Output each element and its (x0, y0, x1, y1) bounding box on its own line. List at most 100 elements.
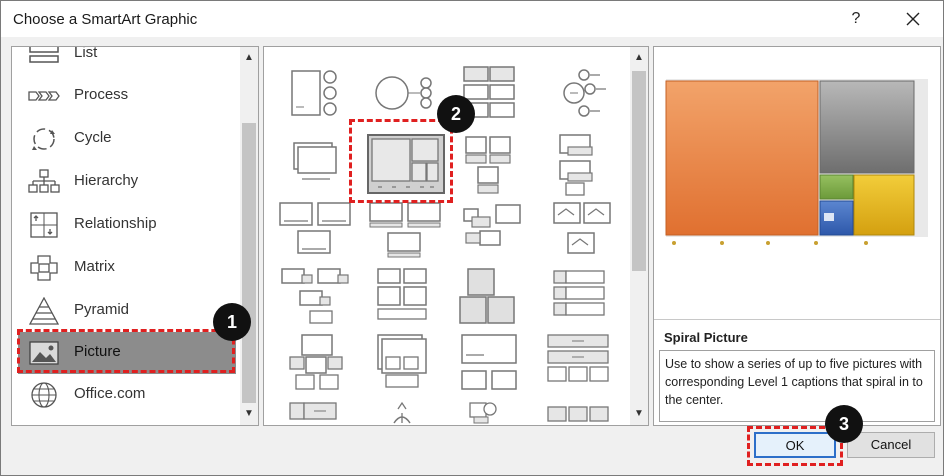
layout-thumbnail[interactable] (364, 199, 448, 263)
matrix-icon (30, 255, 58, 281)
category-matrix[interactable]: Matrix (18, 247, 236, 289)
picture-icon (29, 341, 59, 365)
category-relationship[interactable]: Relationship (18, 204, 236, 246)
scroll-down-arrow[interactable]: ▼ (634, 408, 644, 419)
layout-thumbnail-spiral-picture[interactable] (364, 133, 448, 197)
category-label: Pyramid (74, 301, 130, 318)
layout-picture-frame-icon (281, 268, 349, 324)
layout-bending-picture-icon (553, 202, 611, 254)
category-pyramid[interactable]: Pyramid (18, 290, 236, 332)
step-badge-2: 2 (437, 95, 475, 133)
layout-thumbnail[interactable] (454, 199, 538, 263)
ok-button[interactable]: OK (754, 432, 836, 458)
layout-framed-text-picture-icon (377, 268, 427, 320)
category-process[interactable]: Process (18, 75, 236, 117)
step-badge-3: 3 (825, 405, 863, 443)
hierarchy-icon (28, 169, 60, 193)
layout-thumbnail[interactable] (274, 265, 358, 329)
close-icon (906, 12, 920, 26)
layout-thumbnail[interactable] (364, 265, 448, 329)
category-label: Hierarchy (74, 172, 139, 189)
layout-thumbnail[interactable] (454, 133, 538, 197)
scroll-thumb[interactable] (632, 71, 646, 271)
category-hierarchy[interactable]: Hierarchy (18, 161, 236, 203)
help-button[interactable]: ? (851, 10, 861, 27)
layout-spiral-picture-icon (367, 134, 445, 194)
layout-circular-picture-icon (375, 76, 432, 110)
category-label: Relationship (74, 215, 157, 232)
layout-titled-picture-blocks-icon (369, 202, 441, 258)
layout-snapshot-picture-icon (279, 202, 351, 254)
layout-overlapping-picture-icon (377, 334, 427, 388)
layout-horizontal-picture-list-icon (547, 334, 609, 382)
layout-ascending-picture-icon (393, 401, 411, 424)
spiral-picture-preview (665, 79, 928, 245)
spiral-picture-highlight (349, 119, 453, 203)
layout-captioned-pictures-icon (465, 136, 511, 194)
preview-separator (654, 319, 940, 320)
category-label: Process (74, 86, 129, 103)
category-label: Cycle (74, 129, 112, 146)
layout-thumbnail[interactable] (544, 63, 628, 127)
layout-vertical-picture-list-icon (553, 270, 605, 316)
scroll-thumb[interactable] (242, 123, 256, 403)
layout-accent-picture-icon (291, 70, 337, 116)
category-label: List (74, 46, 98, 61)
dialog-title: Choose a SmartArt Graphic (13, 11, 198, 28)
category-label: Matrix (74, 258, 115, 275)
layout-thumbnail[interactable] (284, 397, 368, 425)
preview-description: Use to show a series of up to five pictu… (665, 357, 923, 407)
cancel-button[interactable]: Cancel (847, 432, 935, 458)
layout-picture-stack-icon (293, 142, 337, 180)
category-label: Picture (74, 343, 121, 360)
preview-pane: Spiral Picture Use to show a series of u… (653, 46, 941, 426)
layout-thumbnail[interactable] (544, 397, 628, 425)
layout-thumbnail[interactable] (364, 397, 448, 425)
layout-thumbnail[interactable] (364, 63, 448, 127)
category-office-com[interactable]: Office.com (18, 374, 236, 416)
layout-picture-organization-icon (463, 204, 521, 246)
layout-thumbnail[interactable] (284, 331, 368, 395)
layout-thumbnail[interactable] (364, 331, 448, 395)
list-icon (29, 47, 59, 63)
layout-circle-picture-callout-icon (469, 402, 497, 424)
ok-button-highlight (747, 426, 843, 466)
layout-thumbnail[interactable] (544, 265, 628, 329)
category-list-item[interactable]: List (18, 46, 236, 75)
layout-picture-callout-icon (559, 134, 593, 196)
category-cycle[interactable]: Cycle (18, 118, 236, 160)
cycle-icon (32, 128, 55, 150)
layout-picture-grid-icon (459, 268, 515, 324)
close-button[interactable] (893, 5, 933, 33)
globe-icon (31, 382, 57, 408)
picture-category-highlight (17, 329, 235, 373)
gallery-scrollbar[interactable]: ▲ ▼ (630, 47, 648, 425)
pyramid-icon (28, 297, 60, 325)
layout-hexagon-cluster-icon (289, 334, 343, 390)
layout-thumbnail[interactable] (544, 331, 628, 395)
category-scrollbar[interactable]: ▲ ▼ (240, 47, 258, 425)
preview-title: Spiral Picture (664, 330, 748, 345)
layout-thumbnail[interactable] (284, 133, 368, 197)
layout-picture-lineup-icon (547, 406, 609, 422)
layout-thumbnail[interactable] (454, 265, 538, 329)
scroll-up-arrow[interactable]: ▲ (244, 52, 254, 63)
layout-thumbnail[interactable] (544, 199, 628, 263)
preview-description-box: Use to show a series of up to five pictu… (659, 350, 935, 422)
layout-thumbnail[interactable] (544, 133, 628, 197)
scroll-up-arrow[interactable]: ▲ (634, 52, 644, 63)
step-badge-1: 1 (213, 303, 251, 341)
title-bar: Choose a SmartArt Graphic ? (1, 1, 943, 37)
layout-thumbnail[interactable] (454, 397, 538, 425)
relationship-icon (30, 212, 58, 238)
layout-thumbnail[interactable] (274, 199, 358, 263)
scroll-down-arrow[interactable]: ▼ (244, 408, 254, 419)
layout-thumbnail[interactable] (454, 331, 538, 395)
layout-radial-picture-icon (563, 69, 606, 117)
category-picture[interactable]: Picture (18, 332, 236, 374)
process-icon (28, 91, 60, 101)
layout-picture-accent-blocks-icon (461, 334, 517, 390)
category-list: List Process Cycle Hierarchy (11, 46, 259, 426)
layout-thumbnail[interactable] (274, 63, 358, 127)
